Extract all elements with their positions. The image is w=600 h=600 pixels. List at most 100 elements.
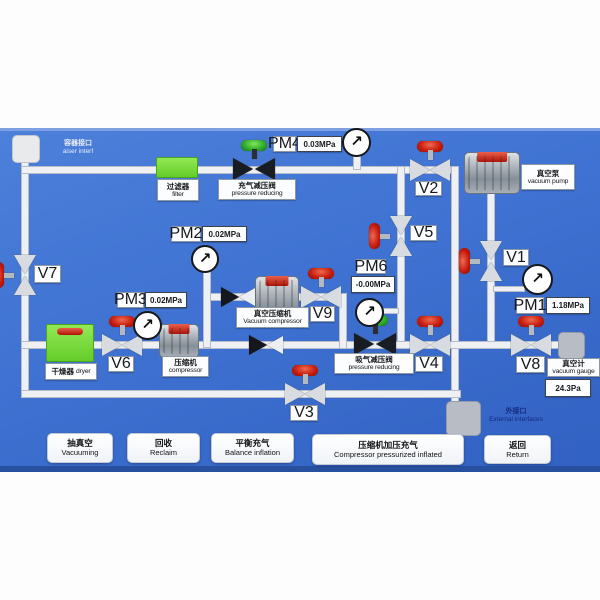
valve-label-v5: V5 (410, 224, 437, 241)
charge-pressure-reducing-valve[interactable] (233, 140, 275, 182)
label-zh: 干燥器 (51, 366, 75, 376)
vacuum-gauge-sensor[interactable] (558, 332, 585, 359)
compressor-label: 压缩机 compressor (162, 356, 209, 377)
valve-body (122, 334, 142, 356)
gauge-needle-icon: ↗ (198, 248, 212, 267)
valve-v8[interactable] (511, 316, 551, 356)
vacuum-pump-icon[interactable] (464, 152, 520, 194)
panel-bottom-edge (0, 466, 600, 472)
gauge-value-pm2: 0.02MPa (202, 226, 247, 242)
valve-body (410, 159, 430, 181)
valve-body (390, 237, 412, 256)
valve-stem (302, 374, 308, 384)
valve-body (285, 383, 305, 405)
valve-handle-icon (369, 223, 380, 249)
filter-label: 过滤器 filter (157, 179, 199, 201)
valve-body (305, 383, 325, 405)
gauge-value-pm4: 0.03MPa (297, 136, 342, 152)
valve-handle-icon (292, 365, 318, 376)
gauge-pm2-icon: ↗ (191, 245, 219, 273)
valve-body (321, 286, 341, 308)
gauge-needle-icon: ↗ (350, 132, 363, 150)
valve-v3[interactable] (285, 365, 325, 405)
label-en: dryer (76, 367, 91, 375)
gauge-id-pm6: PM6 (354, 257, 388, 275)
gauge-id-pm2: PM2 (169, 225, 203, 242)
valve-stem (427, 325, 433, 335)
valve-v2[interactable] (410, 141, 450, 181)
valve-label-v3: V3 (290, 404, 318, 421)
valve-body (255, 158, 275, 180)
valve-stem (119, 325, 125, 335)
pipe-v5-vertical (397, 166, 405, 348)
label-en: External interfaces (489, 416, 543, 423)
check-valve-body (249, 335, 267, 355)
gauge-value-pm6: -0.00MPa (351, 276, 395, 293)
valve-body (480, 262, 502, 281)
dryer-icon[interactable] (46, 324, 94, 362)
valve-v9[interactable] (301, 268, 341, 308)
gauge-pm4-icon: ↗ (342, 128, 371, 157)
valve-v5[interactable] (369, 216, 413, 256)
dryer-label: 干燥器 dryer (45, 363, 97, 380)
valve-body (390, 216, 412, 235)
pipe-bottom-horizontal (21, 390, 461, 398)
valve-v6[interactable] (102, 316, 142, 356)
valve-v1[interactable] (459, 241, 503, 281)
valve-stem (251, 149, 257, 159)
external-interface-label: 外接口 External interfaces (483, 406, 549, 423)
dryer-indicator (57, 328, 83, 335)
vacuum-gauge-label: 真空计 vacuum gauge (547, 358, 600, 377)
label-en: vacuum pump (527, 177, 569, 185)
label-zh: 真空泵 (536, 168, 560, 178)
valve-label-v4: V4 (415, 355, 443, 372)
gauge-id-pm1: PM1 (513, 296, 547, 314)
compressor-cap (168, 324, 190, 334)
valve-handle-icon (417, 316, 443, 327)
valve-label-v2: V2 (415, 180, 442, 197)
valve-label-v8: V8 (516, 356, 545, 373)
valve-body (430, 159, 450, 181)
valve-handle-icon (417, 141, 443, 152)
compressor-cap (265, 276, 289, 286)
external-interface-port[interactable] (446, 401, 481, 436)
valve-v4[interactable] (410, 316, 450, 356)
valve-handle-icon (241, 140, 267, 151)
valve-body (14, 255, 36, 274)
valve-label-v1: V1 (503, 249, 529, 266)
label-zh: 充气减压阀 (238, 181, 276, 191)
valve-stem (380, 233, 390, 239)
valve-body (102, 334, 122, 356)
valve-handle-icon (459, 248, 470, 274)
container-interface-port[interactable] (12, 135, 40, 163)
gauge-pm1-icon: ↗ (522, 264, 553, 295)
valve-stem (4, 272, 14, 278)
valve-v7[interactable] (0, 255, 37, 295)
valve-body (354, 333, 374, 355)
suction-reducing-valve-label: 吸气减压阀 pressure reducing (334, 353, 414, 374)
valve-body (480, 241, 502, 260)
valve-handle-icon (109, 316, 135, 327)
valve-body (410, 334, 430, 356)
valve-handle-icon (518, 316, 544, 327)
valve-body (511, 334, 531, 356)
gauge-needle-icon: ↗ (141, 315, 154, 333)
vacuum-gauge-reading: 24.3Pa (545, 379, 591, 397)
valve-stem (528, 325, 534, 335)
valve-label-v7: V7 (34, 265, 61, 283)
filter-icon[interactable] (156, 157, 198, 178)
vacuum-compressor-label: 真空压缩机 Vacuum compressor (236, 307, 309, 328)
label-zh: 过滤器 (166, 181, 190, 191)
compressor-icon[interactable] (159, 324, 199, 358)
gauge-id-pm4: PM4 (268, 135, 301, 152)
valve-handle-icon (0, 262, 4, 288)
valve-body (14, 276, 36, 295)
valve-label-v9: V9 (310, 305, 335, 322)
pipe-pm2-riser (203, 270, 211, 348)
